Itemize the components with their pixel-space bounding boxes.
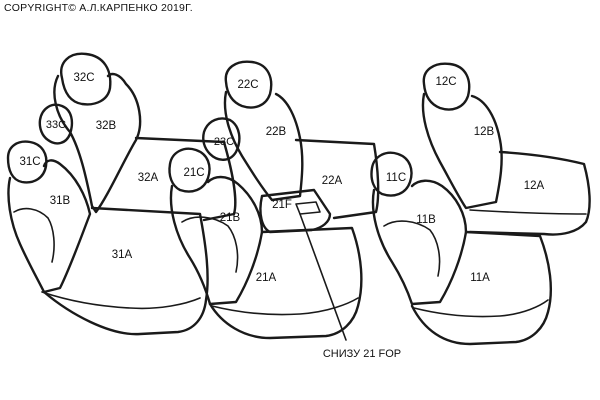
label-33c: 33C — [46, 119, 66, 131]
headrest-22c-outline — [224, 60, 273, 109]
headrest-21c-outline — [168, 147, 211, 193]
backrest-21b-outline — [169, 175, 264, 306]
backrest-22b-outline — [223, 90, 304, 202]
label-11b: 11B — [416, 214, 436, 226]
label-32c: 32C — [73, 72, 94, 84]
label-23c: 23C — [214, 136, 234, 148]
backrest-21b-inner — [181, 216, 239, 273]
headrest-31c-outline — [6, 140, 48, 184]
cushion-12a-outline — [468, 150, 591, 236]
cushion-32a-31a-outline — [134, 136, 237, 222]
part-labels: 32C 33C 32B 31C 31B 32A 31A 22C 23C 22B … — [19, 72, 544, 360]
label-21f: 21F — [272, 199, 292, 211]
label-32a: 32A — [138, 172, 159, 184]
backrest-32b-outline — [53, 72, 142, 214]
cushion-21a-front — [211, 297, 359, 316]
headrest-32c-outline — [60, 52, 112, 106]
headrest-12c-outline — [422, 62, 471, 111]
label-31a: 31A — [112, 249, 133, 261]
note-leader-line — [299, 213, 347, 341]
label-21b: 21B — [220, 212, 241, 224]
label-31c: 31C — [19, 156, 40, 168]
label-22a: 22A — [322, 175, 343, 187]
cushion-11a-outline — [410, 230, 553, 346]
cushion-22a-outline — [294, 138, 380, 220]
cushion-12a-front — [469, 209, 587, 215]
backrest-11b-inner — [383, 220, 441, 277]
headrest-23c-outline — [202, 117, 241, 161]
label-11c: 11C — [386, 172, 406, 184]
note-underside-21: СНИЗУ 21 FOP — [323, 348, 401, 360]
label-12c: 12C — [435, 76, 456, 88]
label-11a: 11A — [470, 272, 490, 284]
cushion-31a-outline — [42, 206, 209, 336]
seat-group-1 — [370, 62, 591, 346]
headrest-11c-outline — [370, 151, 413, 197]
label-12b: 12B — [474, 126, 495, 138]
copyright-notice: COPYRIGHT© А.Л.КАРПЕНКО 2019Г. — [4, 2, 193, 14]
seat-group-3 — [6, 52, 237, 336]
seat-group-2 — [168, 60, 380, 341]
armrest-21f-cup — [295, 201, 321, 215]
cushion-21a-outline — [208, 226, 363, 340]
label-21a: 21A — [256, 272, 277, 284]
label-22c: 22C — [237, 79, 258, 91]
label-32b: 32B — [96, 120, 117, 132]
backrest-11b-outline — [371, 179, 468, 306]
label-31b: 31B — [50, 195, 71, 207]
cushion-31a-front — [41, 291, 201, 310]
label-12a: 12A — [524, 180, 545, 192]
backrest-31b-outline — [7, 159, 92, 294]
cushion-11a-front — [413, 299, 549, 318]
label-22b: 22B — [266, 126, 287, 138]
backrest-31b-inner — [13, 207, 55, 263]
label-21c: 21C — [183, 167, 204, 179]
backrest-12b-outline — [421, 92, 503, 210]
